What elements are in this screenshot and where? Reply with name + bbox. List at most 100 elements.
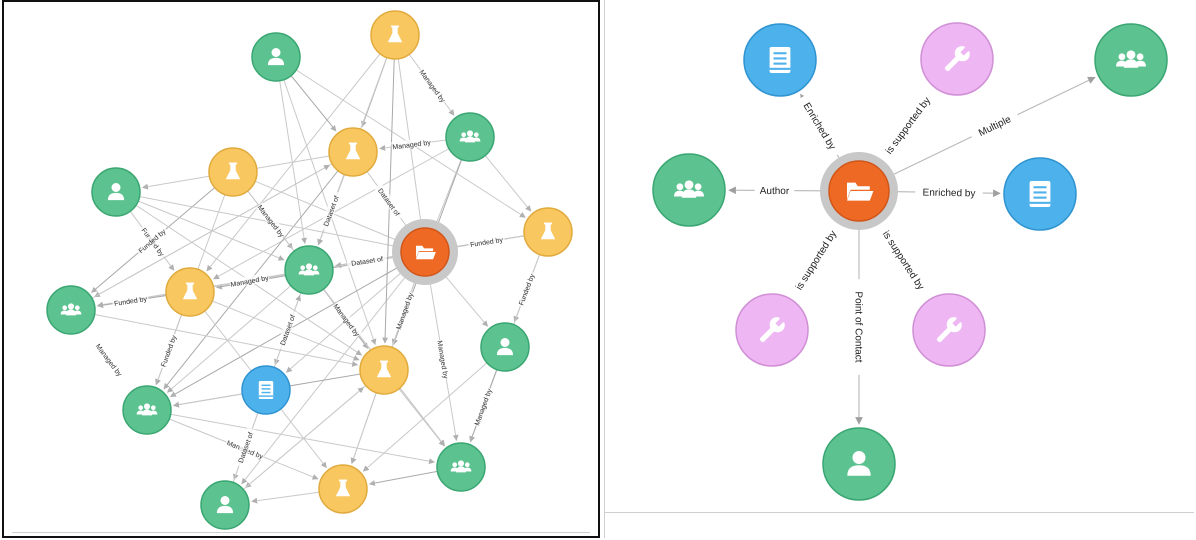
left-node-flask[interactable] [208, 147, 258, 197]
left-edge [115, 191, 285, 261]
left-edge-label: Managed by [331, 303, 360, 338]
left-graph-panel: Managed by Managed by Funded by Funded by Fu… [2, 0, 600, 538]
right-node-group[interactable] [1094, 23, 1168, 97]
left-node-flask[interactable] [328, 127, 378, 177]
left-node-doc[interactable] [241, 365, 291, 415]
right-edge-label-group: is supported by [875, 85, 940, 166]
person-icon [107, 183, 125, 201]
doc-icon [769, 47, 791, 73]
left-node-group[interactable] [46, 285, 96, 335]
right-node-wrench[interactable] [735, 293, 809, 367]
group-icon [450, 460, 472, 473]
left-edge [146, 409, 436, 465]
right-edge-label-supported-left: is supported by [794, 229, 839, 292]
right-node-group[interactable] [652, 153, 726, 227]
left-edge-label-group: Managed by [393, 290, 415, 332]
left-edge [115, 191, 400, 249]
left-edge [394, 34, 424, 226]
left-edge-label-group: Dataset of [276, 309, 299, 351]
left-edge-label: Managed by [392, 140, 432, 152]
right-node-wrench[interactable] [920, 22, 994, 96]
right-edge-label-enriched-top: Enriched by [801, 101, 838, 152]
wrench-icon [759, 317, 785, 343]
left-edge-label: Dataset of [351, 256, 384, 268]
left-node-person[interactable] [480, 322, 530, 372]
wrench-icon [944, 46, 970, 72]
right-node-person[interactable] [822, 427, 896, 501]
left-edge [275, 56, 526, 218]
left-edge-label-group: Funded by [111, 293, 150, 308]
person-icon [267, 48, 285, 66]
right-nodes [652, 22, 1168, 501]
left-edge [275, 56, 377, 346]
right-node-wrench[interactable] [912, 293, 986, 367]
left-edge-label-group: Funded by [515, 270, 537, 308]
left-edge-label-group: Managed by [331, 300, 363, 339]
person-icon [847, 451, 871, 476]
left-node-flask[interactable] [370, 10, 420, 60]
flask-icon [387, 25, 403, 43]
right-node-doc[interactable] [743, 23, 817, 97]
group-icon [298, 263, 320, 276]
left-edge-label-group: Dataset of [346, 252, 388, 269]
right-edge-label-group: Enriched by [797, 93, 844, 158]
left-node-flask[interactable] [359, 345, 409, 395]
flask-icon [335, 479, 351, 497]
left-node-group[interactable] [284, 245, 334, 295]
left-edge-label-group: Managed by [435, 338, 452, 380]
left-node-person[interactable] [200, 480, 250, 530]
left-edge-label: Funded by [470, 237, 504, 249]
left-edge [213, 136, 471, 280]
flask-icon [182, 282, 198, 300]
right-bottom-divider [605, 512, 1194, 513]
left-edge-label-group: Managed by [228, 272, 270, 289]
left-edge-label-group: Managed by [93, 341, 126, 378]
left-edge [241, 251, 426, 485]
left-node-group[interactable] [436, 442, 486, 492]
left-node-person[interactable] [91, 167, 141, 217]
right-center-folder-node[interactable] [820, 152, 898, 230]
folder-icon [416, 245, 436, 260]
right-edge-label-enriched-right: Enriched by [922, 188, 975, 200]
right-edge-label-group: Point of Contact [853, 279, 866, 375]
person-icon [496, 338, 514, 356]
left-node-group[interactable] [122, 385, 172, 435]
left-node-flask[interactable] [165, 267, 215, 317]
left-edge-label-group: Managed by [417, 66, 449, 105]
left-edge-label: Managed by [256, 204, 285, 239]
right-edge-label-group: is supported by [785, 218, 845, 302]
doc-icon [258, 381, 274, 399]
right-edge-label-group: Enriched by [915, 184, 983, 200]
group-icon [60, 303, 82, 316]
wrench-icon [936, 317, 962, 343]
left-node-flask[interactable] [318, 464, 368, 514]
left-edge-label: Managed by [94, 343, 123, 378]
right-edge-label-supported-top: is supported by [884, 95, 933, 156]
right-edge-label-supported-right: is supported by [880, 229, 926, 292]
left-node-folder[interactable] [392, 219, 458, 285]
left-node-flask[interactable] [523, 207, 573, 257]
right-edge-label-group: is supported by [874, 218, 935, 302]
left-node-person[interactable] [251, 32, 301, 82]
left-edge [163, 151, 354, 390]
left-edge [224, 387, 364, 506]
left-edge [382, 34, 396, 344]
left-edge [70, 309, 359, 367]
left-graph-canvas[interactable]: Managed by Managed by Funded by Funded by Fu… [4, 2, 602, 540]
right-node-doc[interactable] [1003, 157, 1077, 231]
left-edge-label-group: Funded by [157, 332, 179, 370]
left-edge [166, 269, 310, 393]
left-edge-label: Managed by [417, 69, 446, 105]
left-edge-label-group: Funded by [467, 234, 506, 249]
flask-icon [376, 360, 392, 378]
flask-icon [540, 222, 556, 240]
right-edge-label-group: Multiple [968, 108, 1021, 143]
left-edge-label: Funded by [518, 273, 536, 307]
left-edge-label-group: Managed by [391, 136, 432, 152]
left-edge [115, 191, 363, 356]
group-icon [674, 180, 704, 198]
folder-icon [847, 182, 874, 201]
left-node-group[interactable] [445, 112, 495, 162]
